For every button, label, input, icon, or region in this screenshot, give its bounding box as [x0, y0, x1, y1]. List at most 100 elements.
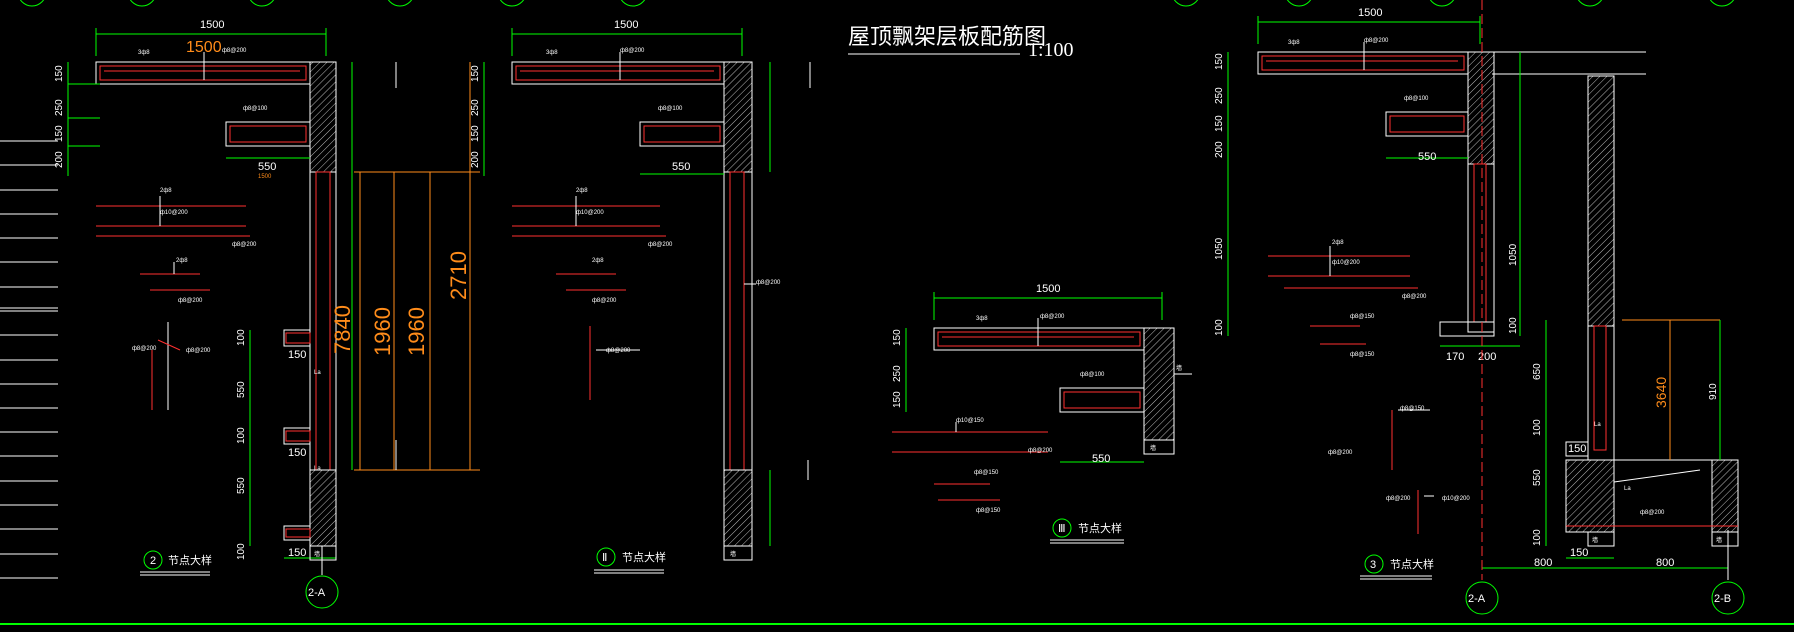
left-edge-lines [0, 140, 58, 579]
svg-text:1050: 1050 [1508, 243, 1519, 266]
svg-text:250: 250 [1214, 87, 1225, 104]
svg-text:ф8@200: ф8@200 [132, 346, 157, 352]
svg-text:550: 550 [1532, 469, 1543, 486]
svg-text:La: La [1594, 422, 1601, 428]
svg-text:La: La [314, 466, 321, 472]
svg-text:2: 2 [150, 555, 156, 567]
svg-text:墙: 墙 [1176, 364, 1182, 372]
detail-II-name: 节点大样 [622, 550, 666, 564]
svg-text:ф8@200: ф8@200 [620, 48, 645, 54]
svg-text:墙: 墙 [1150, 444, 1156, 452]
svg-text:200: 200 [1214, 141, 1225, 158]
svg-text:200: 200 [1478, 351, 1496, 363]
svg-text:3ф8: 3ф8 [546, 50, 558, 56]
svg-text:ф8@200: ф8@200 [606, 348, 631, 354]
svg-text:1500: 1500 [258, 174, 272, 180]
svg-text:550: 550 [236, 381, 247, 398]
svg-text:ф8@200: ф8@200 [1640, 510, 1665, 516]
svg-text:ф8@150: ф8@150 [1350, 314, 1375, 320]
svg-text:ф8@150: ф8@150 [976, 508, 1001, 514]
svg-text:ф8@150: ф8@150 [974, 470, 999, 476]
svg-text:ф8@200: ф8@200 [232, 242, 257, 248]
page-title: 屋顶飘架层板配筋图 [848, 24, 1046, 49]
svg-text:150: 150 [288, 447, 306, 459]
dim-7840: 7840 [330, 305, 355, 354]
svg-text:3: 3 [1370, 559, 1376, 571]
dim-1960-b: 1960 [404, 307, 429, 356]
svg-text:2-A: 2-A [1468, 593, 1486, 605]
svg-text:170: 170 [1446, 351, 1464, 363]
svg-text:550: 550 [672, 161, 690, 173]
svg-text:Ⅱ: Ⅱ [602, 552, 607, 564]
svg-text:100: 100 [1214, 319, 1225, 336]
svg-text:墙: 墙 [1716, 536, 1722, 544]
svg-text:3ф8: 3ф8 [138, 50, 150, 56]
svg-text:ф8@100: ф8@100 [243, 106, 268, 112]
svg-text:100: 100 [236, 427, 247, 444]
svg-text:ф8@150: ф8@150 [1350, 352, 1375, 358]
svg-text:ф8@100: ф8@100 [658, 106, 683, 112]
top-grid-bubbles [19, 0, 1735, 7]
detail-III: 1500 3ф8 ф8@200 ф8@100 墙 550 墙 150 250 1… [892, 283, 1192, 544]
svg-text:910: 910 [1708, 383, 1719, 400]
axis-bubble-2B [1711, 581, 1745, 615]
svg-text:150: 150 [1214, 53, 1225, 70]
svg-text:2-B: 2-B [1714, 593, 1731, 605]
svg-text:1050: 1050 [1214, 237, 1225, 260]
svg-text:1500: 1500 [1358, 7, 1382, 19]
axis-bubble-2A-left [305, 575, 339, 609]
svg-text:Ⅲ: Ⅲ [1058, 523, 1066, 535]
detail-2: 1500 1500 3ф8 ф8@200 ф8@100 550 1500 150… [54, 19, 480, 609]
svg-text:550: 550 [1092, 453, 1110, 465]
svg-text:100: 100 [236, 543, 247, 560]
svg-text:800: 800 [1534, 557, 1552, 569]
scale-label: 1:100 [1028, 39, 1074, 61]
svg-text:650: 650 [1532, 363, 1543, 380]
svg-text:ф8@150: ф8@150 [1400, 406, 1425, 412]
svg-text:ф8@100: ф8@100 [1404, 96, 1429, 102]
svg-text:250: 250 [470, 99, 481, 116]
svg-text:150: 150 [288, 349, 306, 361]
svg-text:100: 100 [1532, 529, 1543, 546]
svg-text:3ф8: 3ф8 [976, 316, 988, 322]
svg-text:ф10@200: ф10@200 [160, 210, 188, 216]
svg-text:150: 150 [54, 125, 65, 142]
svg-text:ф8@200: ф8@200 [592, 298, 617, 304]
svg-text:250: 250 [54, 99, 65, 116]
svg-text:La: La [1624, 486, 1631, 492]
detail-III-name: 节点大样 [1078, 521, 1122, 535]
svg-text:100: 100 [236, 329, 247, 346]
svg-text:ф8@200: ф8@200 [756, 280, 781, 286]
svg-text:ф8@200: ф8@200 [1040, 314, 1065, 320]
svg-text:ф10@200: ф10@200 [1332, 260, 1360, 266]
svg-text:550: 550 [236, 477, 247, 494]
svg-text:100: 100 [1532, 419, 1543, 436]
svg-text:2-A: 2-A [308, 587, 326, 599]
svg-text:150: 150 [470, 125, 481, 142]
axis-bubble-2A-right [1465, 581, 1499, 615]
svg-text:墙: 墙 [314, 550, 320, 558]
svg-text:ф8@200: ф8@200 [1328, 450, 1353, 456]
svg-text:2ф8: 2ф8 [160, 188, 172, 194]
svg-text:ф8@100: ф8@100 [1080, 372, 1105, 378]
svg-text:150: 150 [892, 391, 903, 408]
svg-text:ф8@200: ф8@200 [1028, 448, 1053, 454]
dim-2710: 2710 [446, 251, 471, 300]
svg-text:100: 100 [1508, 317, 1519, 334]
svg-text:150: 150 [470, 65, 481, 82]
svg-text:250: 250 [892, 365, 903, 382]
svg-text:ф8@200: ф8@200 [1386, 496, 1411, 502]
svg-text:ф8@200: ф8@200 [648, 242, 673, 248]
svg-text:2ф8: 2ф8 [1332, 240, 1344, 246]
svg-text:ф8@200: ф8@200 [178, 298, 203, 304]
svg-text:200: 200 [54, 151, 65, 168]
svg-text:200: 200 [470, 151, 481, 168]
svg-text:1500: 1500 [1036, 283, 1060, 295]
svg-text:150: 150 [54, 65, 65, 82]
svg-text:3ф8: 3ф8 [1288, 40, 1300, 46]
svg-text:La: La [314, 370, 321, 376]
svg-text:ф10@200: ф10@200 [576, 210, 604, 216]
detail-3-name: 节点大样 [1390, 557, 1434, 571]
detail-2-name: 节点大样 [168, 553, 212, 567]
